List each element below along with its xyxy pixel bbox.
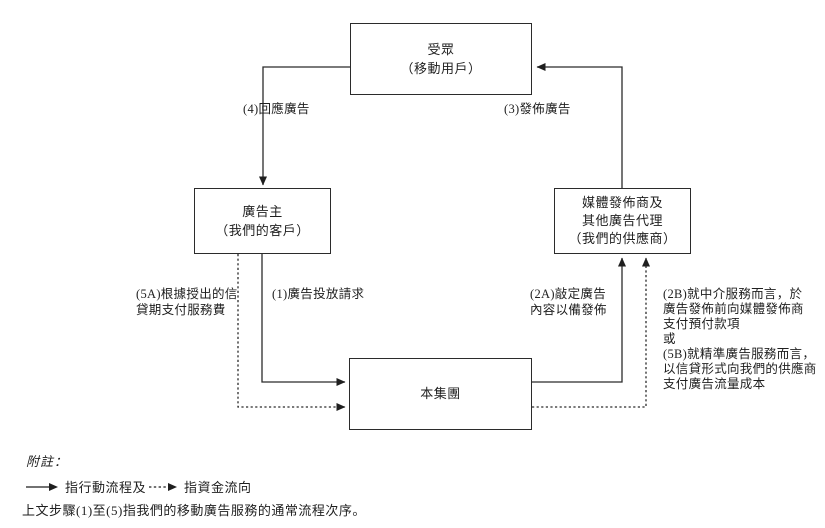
legend-fund-label: 指資金流向 [184,480,252,495]
box-media-publishers-suppliers: 媒體發佈商及 其他廣告代理 （我們的供應商） [554,188,691,254]
edge-step3-publish-ads [536,63,623,188]
edge-label-step2b-5b: (2B)就中介服務而言，於 廣告發佈前向媒體發佈商 支付預付款項 或 (5B)就… [663,287,817,391]
edge-label-step4: (4)回應廣告 [243,102,310,116]
edge-label-step3: (3)發佈廣告 [504,102,571,116]
edge-label-step5a: (5A)根據授出的信 貸期支付服務費 [136,287,238,317]
box-advertiser: 廣告主 （我們的客戶） [194,188,331,254]
edge-step2a-finalize-ad-content [532,257,626,383]
notes-title: 附註： [26,454,69,469]
edge-step4-respond-to-ads [259,66,350,186]
footer-note: 上文步驟(1)至(5)指我們的移動廣告服務的通常流程次序。 [22,503,366,518]
edge-label-step2a: (2A)敲定廣告 內容以備發佈 [530,287,607,317]
edge-step5a-pay-service-fee [237,254,346,411]
box-audience: 受眾 （移動用戶） [350,23,532,95]
edge-step2b-5b-pay-supplier [532,257,650,408]
box-the-group: 本集團 [349,358,532,430]
legend-action-label: 指行動流程及 [65,480,147,495]
dashed-arrow-icon [149,482,178,491]
edge-label-step1: (1)廣告投放請求 [272,287,365,301]
edge-step1-ad-placement-request [261,254,346,386]
legend-row: 指行動流程及 指資金流向 [26,477,252,496]
solid-arrow-icon [26,482,58,491]
